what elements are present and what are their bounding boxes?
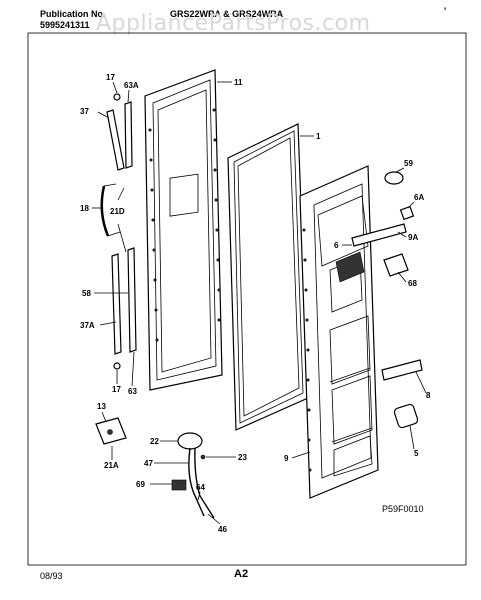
cap-59	[384, 171, 404, 185]
handle-18	[100, 183, 121, 237]
callout-8: 8	[426, 391, 431, 400]
callout-68: 68	[408, 279, 417, 288]
callout-9: 9	[284, 454, 289, 463]
model-title: GRS22WRA & GRS24WRA	[170, 9, 284, 19]
door-panel	[144, 69, 223, 391]
footer-date: 08/93	[40, 571, 63, 581]
callout-6a: 6A	[414, 193, 424, 202]
pad-5	[393, 403, 419, 429]
wire-harness	[171, 432, 215, 519]
callout-22: 22	[150, 437, 159, 446]
callout-17-top: 17	[106, 73, 115, 82]
callout-23: 23	[238, 453, 247, 462]
door-gasket	[227, 123, 309, 431]
callout-37: 37	[80, 107, 89, 116]
callout-37a: 37A	[80, 321, 95, 330]
publication-number: 5995241311	[40, 20, 90, 30]
figure-code: P59F0010	[382, 504, 424, 514]
trim-strip-37	[106, 109, 125, 171]
screw-17-bottom	[113, 362, 121, 370]
callout-9a: 9A	[408, 233, 418, 242]
trim-strip-63	[127, 247, 137, 353]
callout-6: 6	[334, 241, 339, 250]
corner-mark: '	[444, 6, 447, 16]
callout-63a: 63A	[124, 81, 139, 90]
callout-21d: 21D	[110, 207, 125, 216]
callout-63: 63	[128, 387, 137, 396]
callout-11: 11	[234, 78, 243, 87]
callout-47: 47	[144, 459, 153, 468]
callout-17-bottom: 17	[112, 385, 121, 394]
bar-9a	[351, 223, 407, 247]
trim-strip-37a	[111, 253, 122, 355]
callout-69: 69	[136, 480, 145, 489]
leader-lines	[92, 81, 427, 525]
callout-21a: 21A	[104, 461, 119, 470]
callout-5: 5	[414, 449, 419, 458]
hinge-bracket	[95, 417, 127, 445]
bracket-68	[383, 253, 409, 277]
clip-6a	[399, 205, 415, 221]
callout-46: 46	[218, 525, 227, 534]
callout-64: 64	[196, 483, 205, 492]
callout-59: 59	[404, 159, 413, 168]
screw-17-top	[113, 93, 121, 101]
callout-18: 18	[80, 204, 89, 213]
publication-label: Publication No.	[40, 9, 106, 19]
callout-1: 1	[316, 132, 321, 141]
diagram-frame	[27, 32, 467, 566]
watermark: AppliancePartsPros.com	[96, 11, 371, 36]
door-liner	[299, 165, 379, 499]
handle-bar-8	[381, 359, 423, 381]
page-number: A2	[234, 568, 249, 580]
trim-strip-63a	[124, 101, 133, 169]
callout-13: 13	[97, 402, 106, 411]
callout-58: 58	[82, 289, 91, 298]
